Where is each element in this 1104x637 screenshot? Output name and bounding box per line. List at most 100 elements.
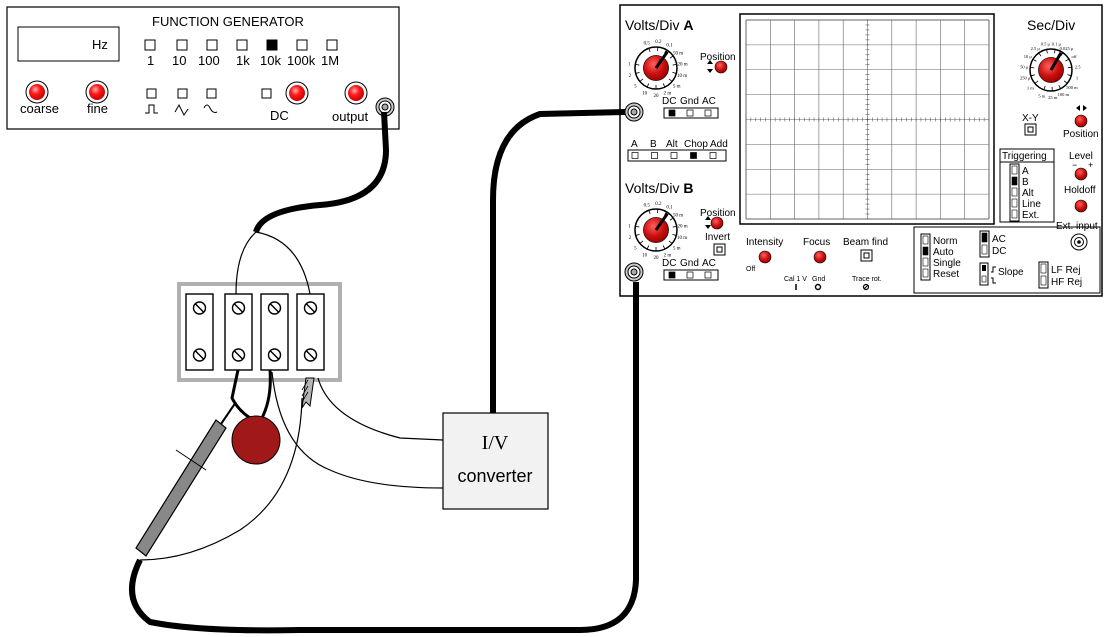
coarse-knob[interactable] bbox=[25, 80, 49, 104]
coupling-a-position-dc[interactable] bbox=[668, 109, 676, 117]
filters-position-hfrej[interactable] bbox=[1040, 275, 1047, 286]
range-button-10k[interactable] bbox=[266, 39, 278, 51]
trig-sources-label-ext: Ext. bbox=[1022, 210, 1039, 221]
channel-b-position-arrows-icon bbox=[705, 216, 711, 229]
dial-b-tick-label: 0.5 bbox=[644, 204, 651, 209]
amplitude-knob[interactable] bbox=[344, 81, 368, 105]
range-button-100[interactable] bbox=[206, 39, 218, 51]
sweep-modes-position-norm[interactable] bbox=[922, 235, 929, 245]
channel-b-invert-button[interactable] bbox=[713, 243, 726, 256]
intensity-knob[interactable] bbox=[758, 250, 772, 264]
sine-wave-button[interactable] bbox=[206, 88, 217, 99]
coupling-b-position-ac[interactable] bbox=[704, 271, 712, 279]
timebase-title: Sec/Div bbox=[1027, 17, 1075, 33]
square-wave-button[interactable] bbox=[146, 88, 157, 99]
mode-position-b[interactable] bbox=[651, 152, 658, 159]
beam-find-button[interactable] bbox=[860, 249, 873, 262]
coupling-b-position-dc[interactable] bbox=[668, 271, 676, 279]
range-button-1[interactable] bbox=[144, 39, 156, 51]
coupling-a-label-dc: DC bbox=[662, 96, 676, 107]
trig-sources-position-alt[interactable] bbox=[1011, 187, 1018, 197]
coupling-a-position-ac[interactable] bbox=[704, 109, 712, 117]
mode-position-alt[interactable] bbox=[670, 152, 678, 159]
filters-label-lfrej: LF Rej bbox=[1051, 265, 1080, 276]
dc-offset-button[interactable] bbox=[261, 88, 272, 99]
range-button-10[interactable] bbox=[176, 39, 188, 51]
dial-t-tick-label: 25 m bbox=[1048, 95, 1058, 100]
range-button-1M[interactable] bbox=[326, 39, 338, 51]
trigger-level-knob[interactable] bbox=[1074, 167, 1088, 181]
output-jack[interactable] bbox=[375, 97, 395, 117]
triangle-wave-icon bbox=[174, 103, 189, 116]
range-label-1: 1 bbox=[147, 53, 154, 68]
sweep-modes-position-auto[interactable] bbox=[922, 246, 929, 256]
sweep-modes-position-reset[interactable] bbox=[922, 268, 929, 278]
mode-position-add[interactable] bbox=[709, 152, 717, 159]
dc-offset-knob[interactable] bbox=[285, 81, 309, 105]
coupling-b-label-ac: AC bbox=[702, 258, 716, 269]
dial-t-tick-label: 1 bbox=[1076, 75, 1078, 80]
trig-sources-position-b[interactable] bbox=[1011, 176, 1018, 186]
dial-b-tick-label: 10 bbox=[642, 253, 648, 258]
dial-t-tick-label: 100 m bbox=[1058, 92, 1070, 97]
trig-coupling-position-dc[interactable] bbox=[981, 244, 988, 255]
sweep-modes-label-auto: Auto bbox=[933, 247, 954, 258]
trig-sources-position-a[interactable] bbox=[1011, 165, 1018, 175]
scope-probe bbox=[135, 401, 237, 557]
dial-b-tick-label: 5 m bbox=[673, 246, 681, 251]
trace-rotation-adjust[interactable] bbox=[862, 283, 870, 291]
level-label: Level bbox=[1069, 151, 1093, 162]
mode-position-chop[interactable] bbox=[690, 152, 697, 159]
square-wave-icon bbox=[145, 104, 158, 114]
coupling-a-label-ac: AC bbox=[702, 96, 716, 107]
trig-sources-position-ext[interactable] bbox=[1011, 209, 1018, 219]
sweep-modes-position-single[interactable] bbox=[922, 257, 929, 267]
xy-button[interactable] bbox=[1024, 123, 1037, 136]
dial-b-tick-label: 0.2 bbox=[655, 202, 662, 207]
slope-switch[interactable] bbox=[979, 262, 989, 286]
dial-a-tick-label: 2 m bbox=[664, 91, 672, 96]
filters-position-lfrej[interactable] bbox=[1040, 263, 1047, 274]
range-button-100k[interactable] bbox=[296, 39, 308, 51]
component-lead-left bbox=[230, 369, 251, 420]
channel-a-position-knob[interactable] bbox=[714, 60, 728, 74]
focus-knob[interactable] bbox=[813, 250, 827, 264]
intensity-off-label: Off bbox=[746, 266, 755, 273]
channel-b-position-knob[interactable] bbox=[710, 216, 724, 230]
mode-label-chop: Chop bbox=[684, 139, 708, 150]
triangle-wave-button[interactable] bbox=[177, 88, 188, 99]
holdoff-knob[interactable] bbox=[1074, 199, 1088, 213]
range-button-1k[interactable] bbox=[236, 39, 248, 51]
trig-sources-label-line: Line bbox=[1022, 199, 1041, 210]
ext-input-label: Ext. input bbox=[1056, 221, 1098, 232]
dial-a-tick-label: 20 m bbox=[678, 62, 688, 67]
coupling-a-position-gnd[interactable] bbox=[686, 109, 694, 117]
mode-label-a: A bbox=[631, 139, 638, 150]
fine-knob[interactable] bbox=[85, 80, 109, 104]
dial-t-tick-label: 0.025 μ bbox=[1060, 46, 1074, 51]
mode-position-a[interactable] bbox=[631, 152, 639, 159]
coupling-b-position-gnd[interactable] bbox=[686, 271, 694, 279]
horizontal-position-knob[interactable] bbox=[1074, 114, 1088, 128]
dial-t-tick-label: 1 m bbox=[1027, 85, 1034, 90]
trig-coupling-position-ac[interactable] bbox=[981, 232, 988, 243]
trig-sources-label-alt: Alt bbox=[1022, 188, 1034, 199]
channel-a-input-jack[interactable] bbox=[624, 102, 644, 122]
trig-sources-position-line[interactable] bbox=[1011, 198, 1018, 208]
coupling-b-label-gnd: Gnd bbox=[680, 258, 699, 269]
dial-b-tick-label: 2 m bbox=[664, 253, 672, 258]
ext-input-jack[interactable] bbox=[1070, 233, 1088, 251]
channel-b-input-jack[interactable] bbox=[624, 262, 644, 282]
